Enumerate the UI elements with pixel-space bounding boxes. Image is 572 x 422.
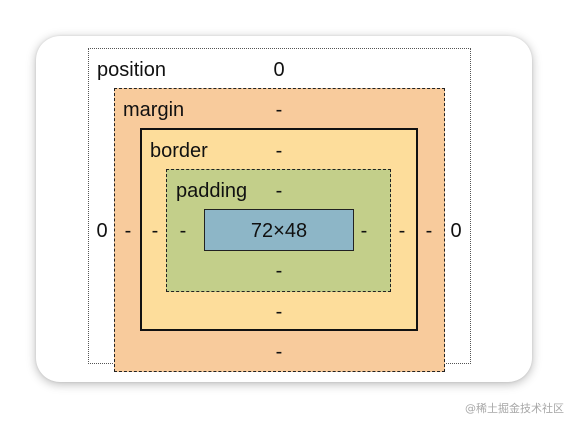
margin-label: margin (123, 99, 185, 121)
content-size-value[interactable]: 72×48 (250, 220, 308, 242)
margin-top-value[interactable]: - (275, 99, 283, 121)
content-box[interactable] (204, 209, 354, 251)
position-label: position (97, 59, 166, 81)
padding-label: padding (176, 180, 248, 202)
padding-left-value[interactable]: - (179, 220, 187, 242)
position-right-value[interactable]: 0 (450, 220, 462, 242)
border-left-value[interactable]: - (151, 220, 159, 242)
border-right-value[interactable]: - (398, 220, 406, 242)
margin-right-value[interactable]: - (425, 220, 433, 242)
border-label: border (150, 140, 208, 162)
position-left-value[interactable]: 0 (96, 220, 108, 242)
margin-left-value[interactable]: - (124, 220, 132, 242)
position-top-value[interactable]: 0 (273, 59, 285, 81)
padding-top-value[interactable]: - (275, 180, 283, 202)
border-bottom-value[interactable]: - (275, 301, 283, 323)
margin-bottom-value[interactable]: - (275, 341, 283, 363)
padding-bottom-value[interactable]: - (275, 260, 283, 282)
border-top-value[interactable]: - (275, 140, 283, 162)
watermark-text: @稀土掘金技术社区 (465, 402, 564, 415)
padding-right-value[interactable]: - (360, 220, 368, 242)
